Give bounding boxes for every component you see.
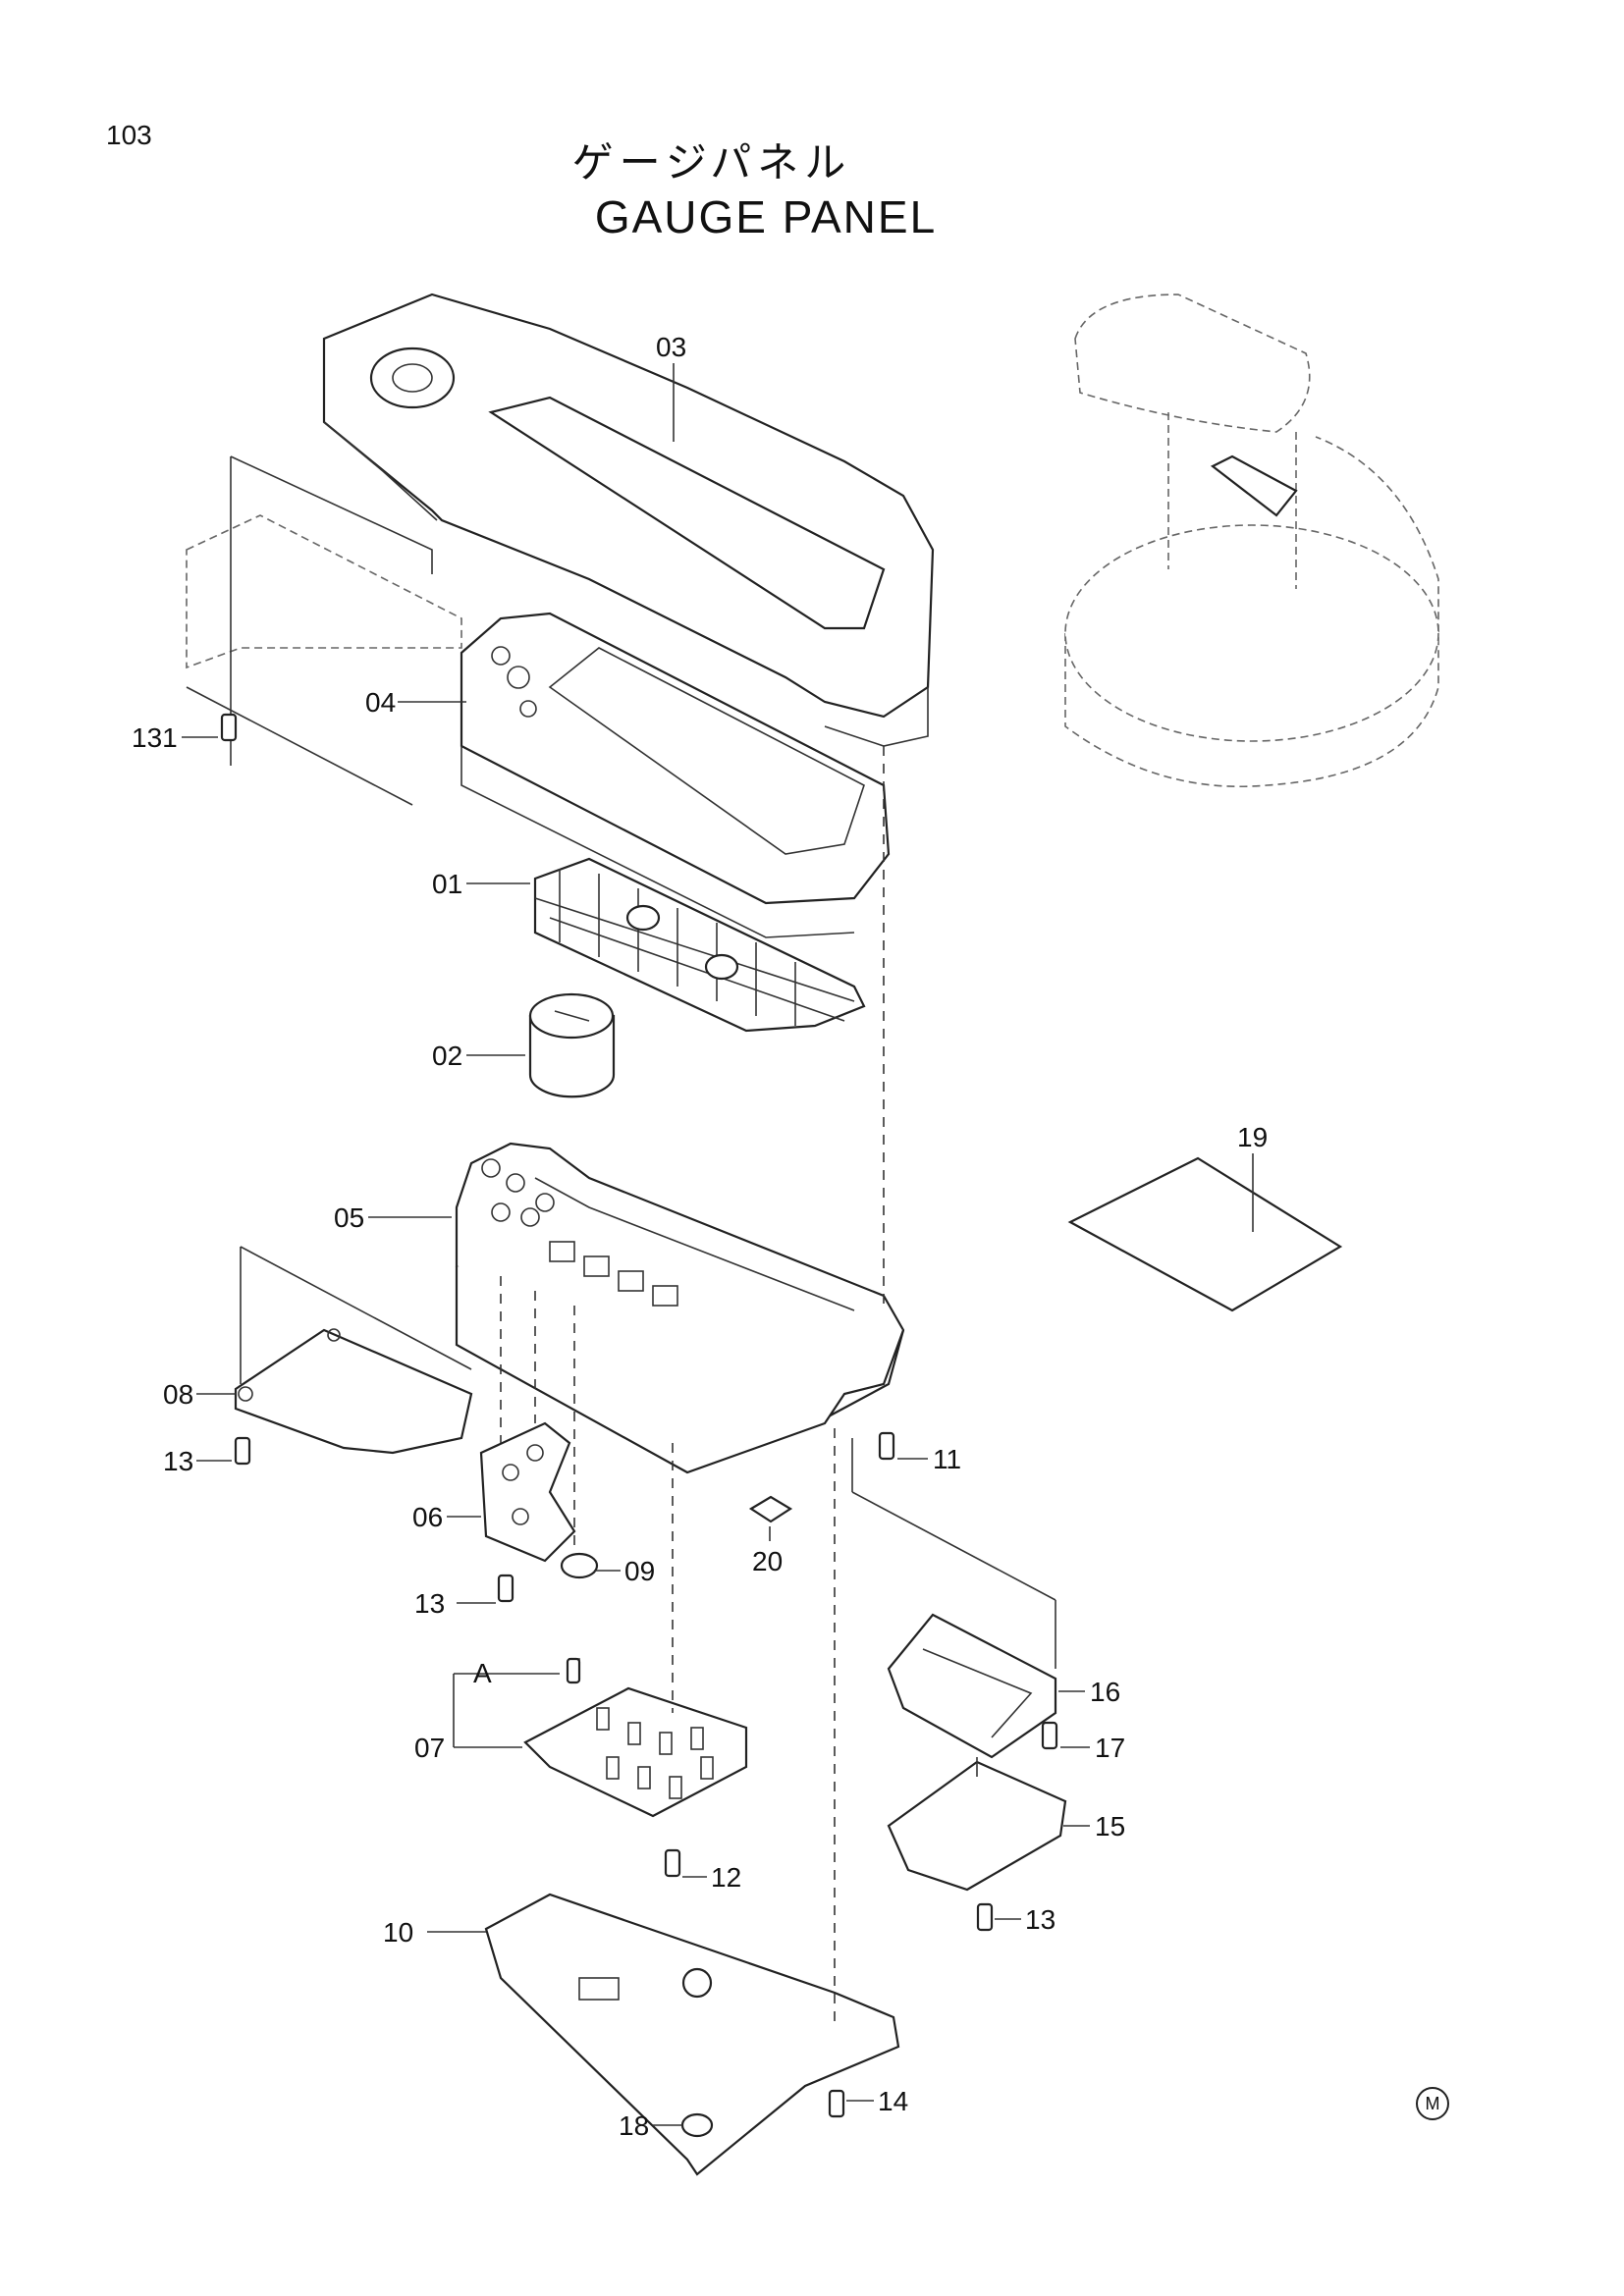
callout-06: 06	[412, 1502, 443, 1532]
part-07-circuit-board	[523, 1658, 748, 1818]
inset-bracket-detail	[186, 455, 462, 806]
callout-03: 03	[656, 332, 686, 362]
part-19-label-sheet	[1067, 1156, 1343, 1312]
callout-05: 05	[334, 1202, 364, 1233]
fasteners	[220, 713, 1058, 2138]
part-06-bracket	[479, 1421, 576, 1563]
callout-08: 08	[163, 1379, 193, 1410]
part-15-cover-plate	[887, 1760, 1067, 1892]
callout-14: 14	[878, 2086, 908, 2116]
callout-17: 17	[1095, 1733, 1125, 1763]
callout-07: 07	[414, 1733, 445, 1763]
part-09-bushing	[560, 1552, 599, 1579]
callout-01: 01	[432, 869, 462, 899]
callout-13-a: 13	[163, 1446, 193, 1476]
part-04-lens-cover	[460, 612, 891, 938]
page-number: 103	[106, 120, 152, 150]
callout-11: 11	[933, 1444, 961, 1474]
part-02-knob	[528, 992, 616, 1098]
callout-10: 10	[383, 1917, 413, 1948]
callout-20: 20	[752, 1546, 783, 1576]
callout-16: 16	[1090, 1677, 1120, 1707]
callout-13-c: 13	[1025, 1904, 1056, 1935]
callout-19: 19	[1237, 1122, 1268, 1152]
callout-12: 12	[711, 1862, 741, 1893]
part-10-base-plate	[484, 1893, 900, 2176]
assembly-guide-lines	[240, 746, 1056, 2022]
callout-labels: 03 131 04 01 02 19 05 08 13 11 06 20 09 …	[132, 332, 1268, 2141]
callout-15: 15	[1095, 1811, 1125, 1842]
part-05-housing	[455, 1142, 905, 1474]
part-08-cover-plate	[234, 1328, 473, 1455]
callout-04: 04	[365, 687, 396, 718]
part-03-top-cover	[322, 293, 935, 747]
part-16-connector-housing	[887, 1613, 1057, 1759]
page-title: GAUGE PANEL	[594, 191, 938, 242]
corner-mark: M	[1416, 2087, 1449, 2120]
callout-18: 18	[619, 2110, 649, 2141]
part-20-small-label	[748, 1495, 793, 1523]
callout-leaders	[182, 363, 1254, 2126]
page-title-japanese: ゲージパネル	[571, 138, 852, 187]
part-01-grid-plate	[533, 857, 866, 1033]
callout-A: A	[473, 1658, 492, 1688]
callout-13-b: 13	[414, 1588, 445, 1619]
inset-machine-view	[1064, 294, 1439, 788]
callout-02: 02	[432, 1041, 462, 1071]
callout-131: 131	[132, 722, 178, 753]
callout-09: 09	[624, 1556, 655, 1586]
